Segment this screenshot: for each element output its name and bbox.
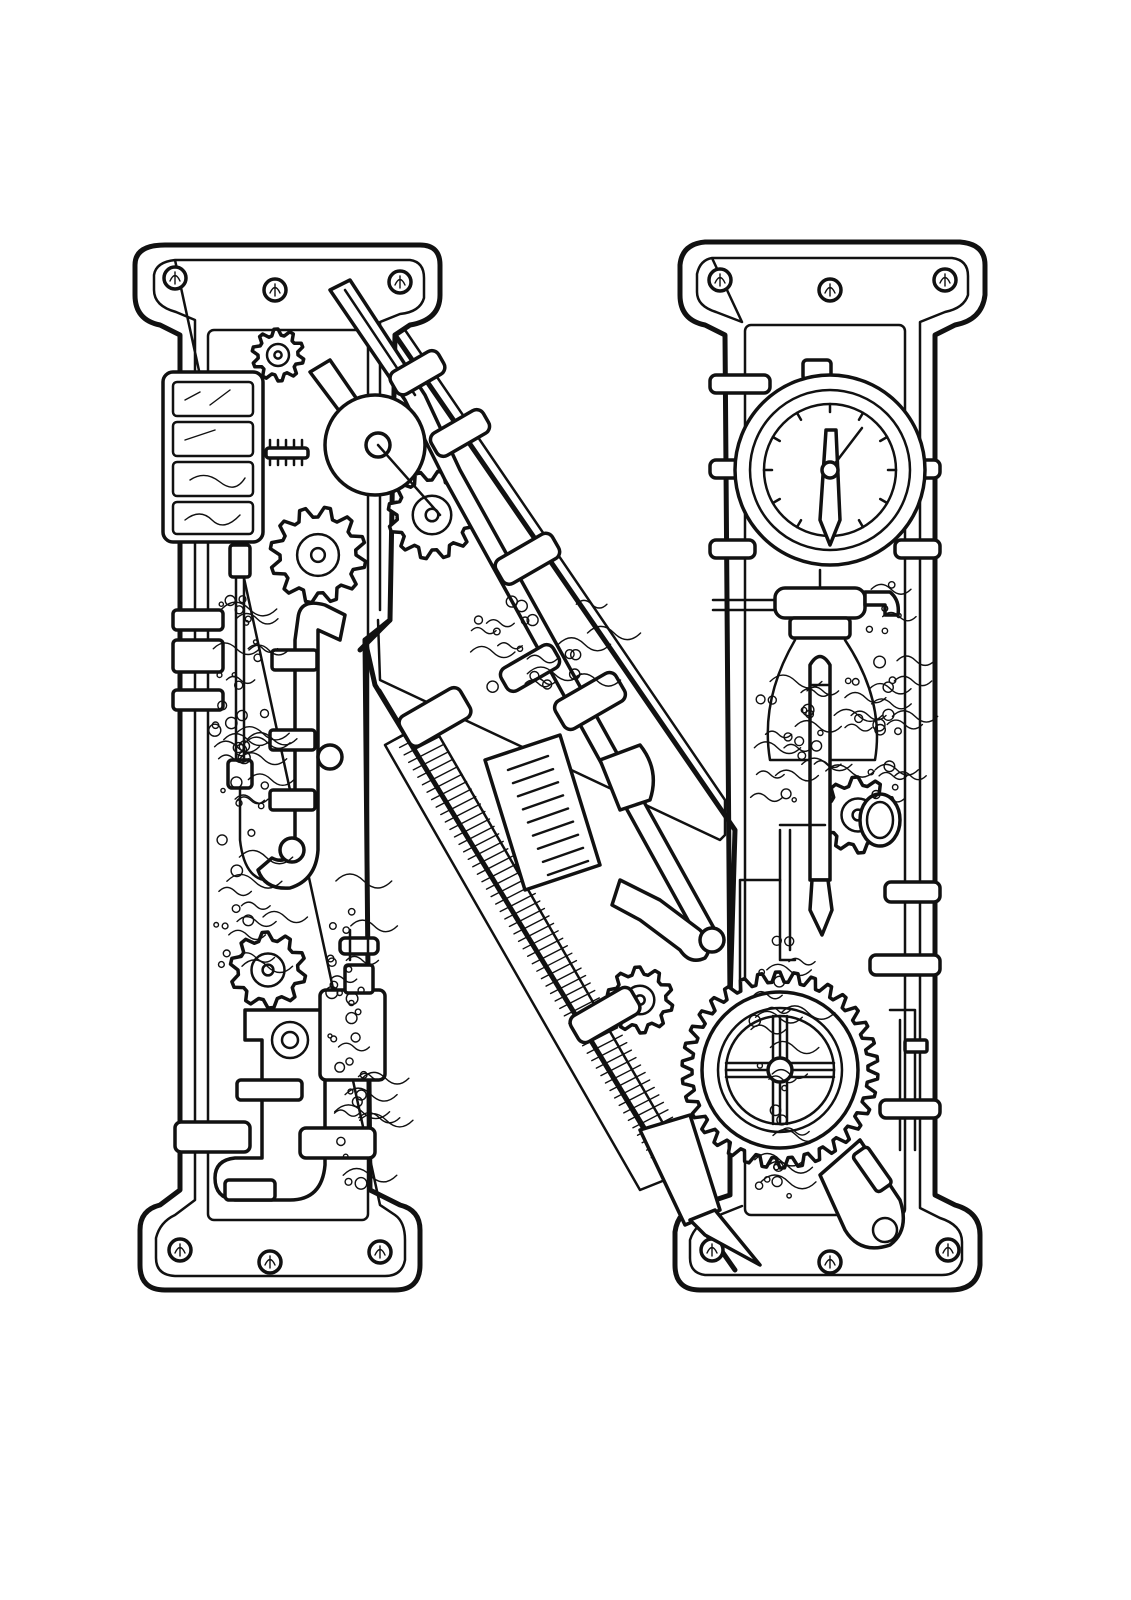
bolt-icon bbox=[707, 267, 733, 293]
bolt-icon bbox=[167, 1237, 193, 1263]
gear-icon bbox=[228, 327, 898, 1035]
pipe-icon bbox=[711, 568, 942, 1250]
bolt-icon bbox=[387, 269, 413, 295]
bolt-icon bbox=[935, 1237, 961, 1263]
bolt-icon bbox=[817, 277, 843, 303]
battery-panel-icon bbox=[161, 370, 265, 544]
letter-outline bbox=[132, 239, 988, 1293]
clock-gauge-icon bbox=[708, 358, 942, 567]
bolt-icon bbox=[367, 1239, 393, 1265]
bolt-icon bbox=[817, 1249, 843, 1275]
bolts bbox=[162, 265, 961, 1275]
bolt-icon bbox=[262, 277, 288, 303]
bolt-icon bbox=[699, 1237, 725, 1263]
bolt-icon bbox=[932, 267, 958, 293]
bolt-icon bbox=[162, 265, 188, 291]
gear-icon bbox=[268, 505, 368, 605]
texture-doodles bbox=[208, 581, 939, 1199]
gear-icon bbox=[250, 327, 306, 383]
bolt-icon bbox=[257, 1249, 283, 1275]
gear-icon bbox=[228, 930, 308, 1010]
